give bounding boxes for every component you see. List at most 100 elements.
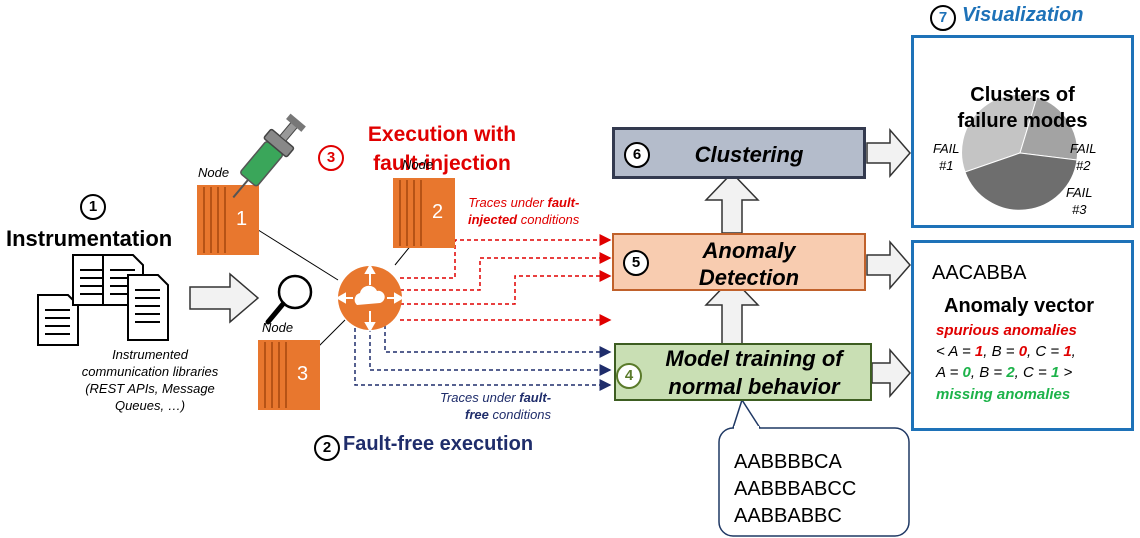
traces-bold: fault- — [519, 390, 552, 405]
node-3-caption: Node — [262, 320, 294, 335]
instrumentation-label: Instrumentation — [6, 226, 173, 251]
anomaly-vector-segment: , B = — [983, 343, 1019, 360]
anomaly-vector-segment: 1 — [1050, 364, 1060, 381]
traces-text: Traces under — [440, 390, 520, 405]
step-6-badge: 6 — [624, 142, 650, 168]
fault-injected-trace-arrows — [400, 234, 612, 326]
document-icon — [37, 294, 79, 346]
fault-injection-label-line2: fault-injection — [373, 152, 511, 175]
anomaly-vector-segment: 0 — [962, 364, 971, 381]
clustering-label: Clustering — [694, 142, 804, 167]
training-callout — [718, 398, 910, 537]
traces-bold: fault- — [547, 195, 580, 210]
traces-text: conditions — [488, 407, 552, 422]
traces-bold: injected — [468, 212, 518, 227]
fail-label-text: #3 — [1072, 202, 1087, 217]
node-3-number: 3 — [297, 363, 309, 385]
anomaly-vector-segment: 1 — [974, 343, 984, 360]
anomaly-detection-box: 5 Anomaly Detection — [612, 233, 866, 291]
arrow-libraries-to-monitor — [189, 272, 260, 324]
anomaly-vector-row1: < A = 1, B = 0, C = 1, — [936, 343, 1076, 360]
step-1-badge: 1 — [80, 194, 106, 220]
anomaly-detection-label: Anomaly Detection — [614, 237, 864, 291]
fault-injection-label-line1: Execution with — [367, 123, 517, 146]
step-2-badge: 2 — [314, 435, 340, 461]
pie-slice-fail-3 — [964, 152, 1078, 211]
anomaly-vector-segment: 1 — [1063, 343, 1072, 360]
arrow-anomaly-to-vector — [866, 239, 911, 291]
libraries-caption: Instrumented communication libraries (RE… — [60, 346, 240, 414]
arrow-anomaly-to-clustering — [704, 171, 760, 234]
clustering-box: 6 Clustering — [612, 127, 866, 179]
node-2-number: 2 — [432, 201, 444, 223]
anomaly-vector-segment: , C = — [1027, 343, 1064, 360]
missing-anomalies-label: missing anomalies — [936, 386, 1071, 403]
anomaly-detection-label-line1: Anomaly — [702, 238, 796, 263]
clusters-title: Clusters of failure modes — [914, 82, 1131, 134]
node-1-icon — [197, 185, 259, 255]
fail-label-text: #1 — [939, 158, 954, 173]
fault-free-traces-label: Traces under fault- free conditions — [440, 389, 551, 423]
training-sequence: AABBBBCA — [734, 451, 842, 473]
step-5-badge: 5 — [623, 250, 649, 276]
magnifier-icon — [265, 274, 313, 325]
router-icon — [335, 263, 405, 333]
anomaly-vector-row2: A = 0, B = 2, C = 1 > — [936, 364, 1072, 381]
syringe-icon — [232, 113, 306, 199]
anomaly-vector-title: Anomaly vector — [944, 295, 1095, 317]
block-arrows — [189, 127, 911, 399]
clusters-panel: Clusters of failure modes FAIL #1 FAIL #… — [911, 35, 1134, 228]
anomaly-detection-label-line2: Detection — [698, 265, 800, 290]
fault-injection-label: Execution with fault-injection — [352, 120, 532, 178]
visualization-label: Visualization — [962, 4, 1084, 26]
libraries-caption-line: communication libraries — [81, 364, 219, 379]
failure-modes-pie — [961, 93, 1078, 211]
node-2-icon — [393, 178, 455, 248]
spurious-anomalies-label: spurious anomalies — [936, 322, 1077, 339]
model-training-label: Model training of normal behavior — [616, 345, 870, 401]
fail-2-label: FAIL #2 — [1070, 140, 1097, 174]
fail-label-text: #2 — [1076, 158, 1091, 173]
training-sequence: AABBABBC — [734, 505, 842, 527]
libraries-caption-line: (REST APIs, Message — [85, 381, 215, 396]
pie-slice-fail-2 — [1019, 96, 1078, 161]
anomaly-vector-segment: , B = — [970, 364, 1007, 381]
arrow-model-to-anomaly — [704, 276, 760, 346]
anomaly-vector-segment: 0 — [1018, 343, 1028, 360]
anomaly-vector-segment: , — [1071, 343, 1076, 360]
model-training-label-line2: normal behavior — [668, 374, 840, 399]
fail-label-text: FAIL — [933, 141, 960, 156]
fault-injected-traces-label: Traces under fault- injected conditions — [468, 194, 579, 228]
anomaly-vector-segment: , C = — [1014, 364, 1051, 381]
traces-text: Traces under — [468, 195, 548, 210]
anomaly-vector-segment: A = — [936, 364, 963, 381]
libraries-caption-line: Instrumented — [112, 347, 188, 362]
fail-1-label: FAIL #1 — [933, 140, 960, 174]
arrow-clustering-to-clusters — [866, 127, 911, 179]
fail-label-text: FAIL — [1070, 141, 1097, 156]
libraries-caption-line: Queues, …) — [114, 398, 186, 413]
traces-bold: free — [465, 407, 489, 422]
node-1-number: 1 — [236, 208, 248, 230]
model-training-box: 4 Model training of normal behavior — [614, 343, 872, 401]
training-sequence: AABBBABCC — [734, 478, 857, 500]
fail-label-text: FAIL — [1066, 185, 1093, 200]
document-icons — [37, 254, 169, 346]
anomaly-vector-segment: < A = — [936, 343, 975, 360]
fault-free-execution-label: Fault-free execution — [343, 433, 534, 455]
node-1-caption: Node — [198, 165, 230, 180]
training-sequences: AABBBBCA AABBBABCC AABBABBC — [734, 449, 856, 530]
anomaly-vector-segment: 2 — [1006, 364, 1015, 381]
clusters-title-line2: failure modes — [957, 110, 1088, 132]
pie-slice-fail-1 — [961, 93, 1038, 173]
traces-text: conditions — [517, 212, 580, 227]
fail-3-label: FAIL #3 — [1066, 184, 1093, 218]
fault-free-trace-arrows — [354, 325, 612, 391]
detected-sequence: AACABBA — [932, 262, 1027, 284]
step-4-badge: 4 — [616, 363, 642, 389]
arrow-model-to-vector — [871, 347, 911, 399]
clusters-title-line1: Clusters of — [970, 84, 1075, 106]
anomaly-vector-segment: > — [1059, 364, 1073, 381]
step-7-badge: 7 — [930, 5, 956, 31]
